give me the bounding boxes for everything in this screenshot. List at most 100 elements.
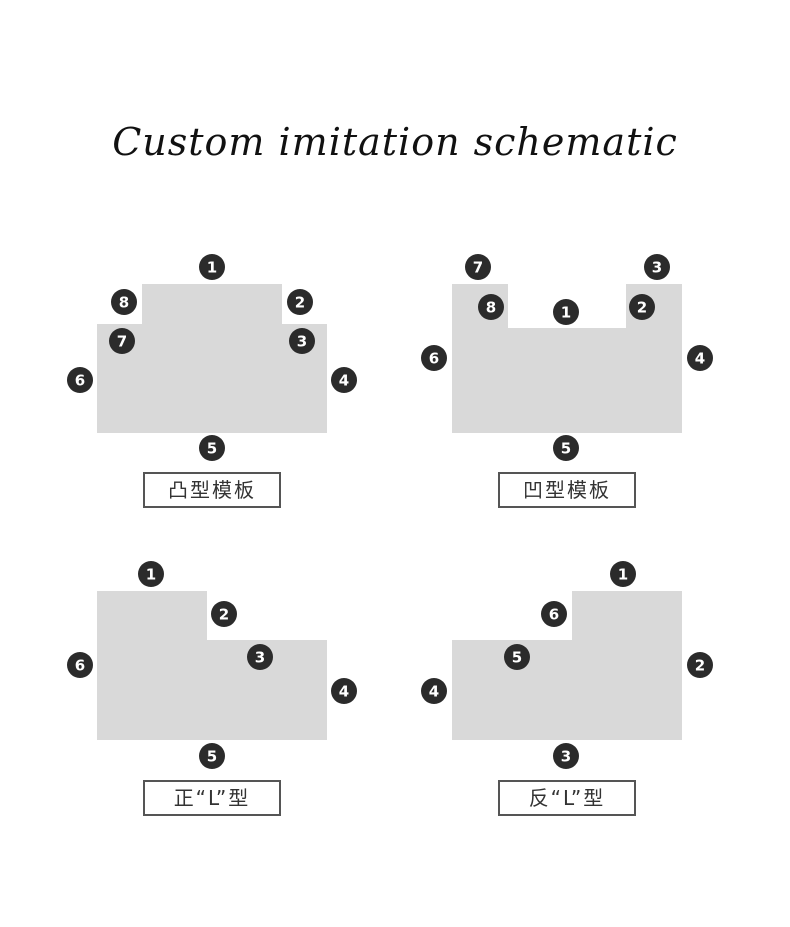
badge-number: 4 — [695, 350, 705, 368]
badge-circle — [465, 254, 491, 280]
badge-4: 4 — [331, 367, 357, 393]
badge-8: 8 — [111, 289, 137, 315]
badge-circle — [687, 652, 713, 678]
badge-circle — [67, 652, 93, 678]
badge-number: 4 — [429, 683, 439, 701]
l-shape-diagram: 1 2 3 4 5 6 — [67, 561, 357, 769]
badge-6: 6 — [541, 601, 567, 627]
badge-3: 3 — [247, 644, 273, 670]
badge-circle — [541, 601, 567, 627]
caption-l-shape: 正“L”型 — [143, 780, 281, 816]
caption-reverse-l-shape: 反“L”型 — [498, 780, 636, 816]
badge-circle — [504, 644, 530, 670]
badge-circle — [553, 299, 579, 325]
badge-6: 6 — [421, 345, 447, 371]
badge-3: 3 — [644, 254, 670, 280]
badge-number: 5 — [207, 748, 217, 766]
badge-number: 2 — [219, 606, 229, 624]
badge-2: 2 — [287, 289, 313, 315]
caption-concave: 凹型模板 — [498, 472, 636, 508]
panel-convex: 1 2 3 4 5 6 7 8 凸型模板 — [0, 240, 395, 540]
convex-shape — [97, 284, 327, 433]
badge-number: 3 — [561, 748, 571, 766]
badge-number: 4 — [339, 372, 349, 390]
badge-7: 7 — [109, 328, 135, 354]
badge-6: 6 — [67, 367, 93, 393]
badge-8: 8 — [478, 294, 504, 320]
panel-reverse-l-shape: 1 2 3 4 5 6 反“L”型 — [395, 550, 790, 850]
badge-circle — [247, 644, 273, 670]
concave-shape — [452, 284, 682, 433]
panel-concave: 1 2 3 4 5 6 7 8 凹型模板 — [395, 240, 790, 540]
badge-number: 5 — [561, 440, 571, 458]
badge-3: 3 — [289, 328, 315, 354]
badge-number: 3 — [255, 649, 265, 667]
badge-1: 1 — [610, 561, 636, 587]
badge-5: 5 — [199, 743, 225, 769]
badge-number: 5 — [512, 649, 522, 667]
badge-circle — [138, 561, 164, 587]
badge-4: 4 — [331, 678, 357, 704]
badge-circle — [331, 678, 357, 704]
caption-convex: 凸型模板 — [143, 472, 281, 508]
panel-l-shape: 1 2 3 4 5 6 正“L”型 — [0, 550, 395, 850]
badge-5: 5 — [553, 435, 579, 461]
badge-number: 6 — [549, 606, 559, 624]
badge-1: 1 — [199, 254, 225, 280]
badge-circle — [211, 601, 237, 627]
badge-1: 1 — [138, 561, 164, 587]
badge-1: 1 — [553, 299, 579, 325]
badge-number: 8 — [486, 299, 496, 317]
badge-2: 2 — [629, 294, 655, 320]
concave-shape-diagram: 1 2 3 4 5 6 7 8 — [421, 254, 713, 461]
badge-number: 8 — [119, 294, 129, 312]
badge-circle — [478, 294, 504, 320]
badge-number: 3 — [297, 333, 307, 351]
badge-circle — [111, 289, 137, 315]
badge-circle — [553, 743, 579, 769]
badge-2: 2 — [211, 601, 237, 627]
badge-7: 7 — [465, 254, 491, 280]
badge-circle — [287, 289, 313, 315]
badge-number: 6 — [75, 372, 85, 390]
diagram-title: Custom imitation schematic — [112, 120, 678, 164]
badge-circle — [199, 254, 225, 280]
badge-circle — [109, 328, 135, 354]
badge-circle — [289, 328, 315, 354]
badge-number: 1 — [146, 566, 156, 584]
badge-circle — [199, 743, 225, 769]
badge-number: 7 — [117, 333, 127, 351]
badge-number: 5 — [207, 440, 217, 458]
reverse-l-shape — [452, 591, 682, 740]
badge-4: 4 — [687, 345, 713, 371]
badge-number: 4 — [339, 683, 349, 701]
badge-number: 1 — [207, 259, 217, 277]
badge-number: 7 — [473, 259, 483, 277]
badge-number: 1 — [561, 304, 571, 322]
badge-number: 6 — [429, 350, 439, 368]
badge-2: 2 — [687, 652, 713, 678]
badge-5: 5 — [199, 435, 225, 461]
badge-circle — [421, 678, 447, 704]
badge-circle — [629, 294, 655, 320]
l-shape — [97, 591, 327, 740]
badge-3: 3 — [553, 743, 579, 769]
badge-circle — [331, 367, 357, 393]
badge-circle — [421, 345, 447, 371]
badge-number: 2 — [637, 299, 647, 317]
badge-number: 2 — [695, 657, 705, 675]
badge-circle — [610, 561, 636, 587]
badge-number: 1 — [618, 566, 628, 584]
badge-number: 2 — [295, 294, 305, 312]
badge-6: 6 — [67, 652, 93, 678]
badge-number: 3 — [652, 259, 662, 277]
convex-shape-diagram: 1 2 3 4 5 6 7 8 — [67, 254, 357, 461]
badge-circle — [199, 435, 225, 461]
badge-circle — [687, 345, 713, 371]
badge-4: 4 — [421, 678, 447, 704]
badge-number: 6 — [75, 657, 85, 675]
badge-5: 5 — [504, 644, 530, 670]
badge-circle — [644, 254, 670, 280]
badge-circle — [553, 435, 579, 461]
badge-circle — [67, 367, 93, 393]
